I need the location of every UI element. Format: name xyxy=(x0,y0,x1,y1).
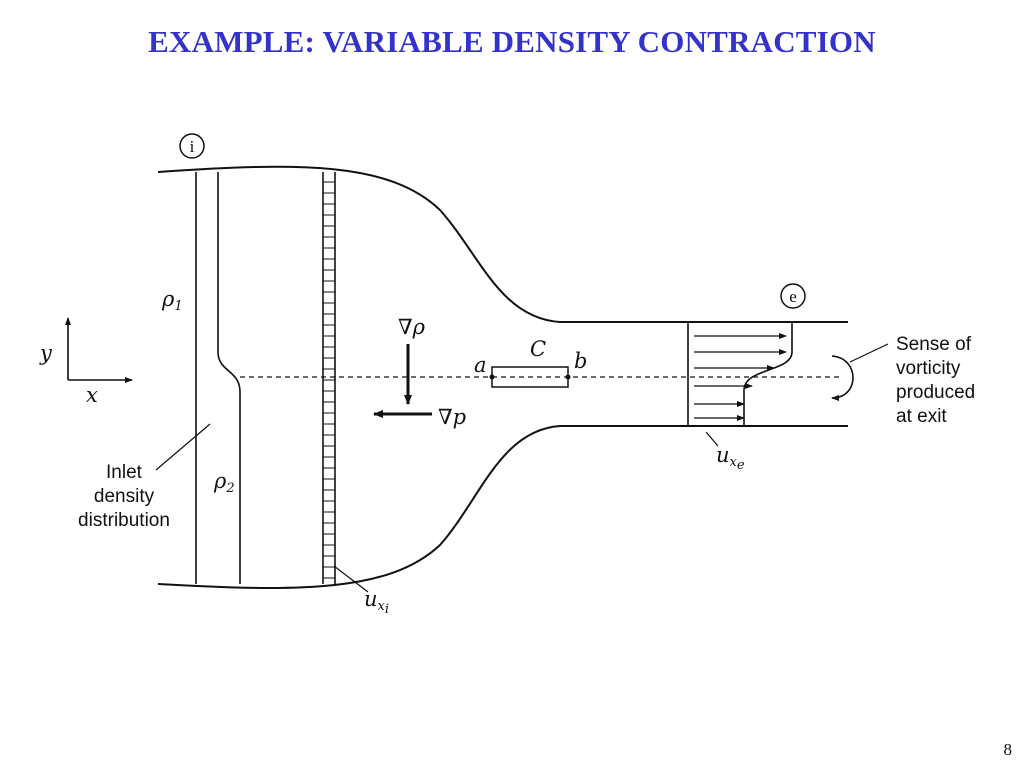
density-1-label: ρ1 xyxy=(161,287,183,314)
inlet-velocity-label: uxi xyxy=(364,587,389,617)
inlet-station-label: i xyxy=(190,137,195,156)
y-axis-label: y xyxy=(39,341,53,365)
svg-text:vorticity: vorticity xyxy=(896,358,961,379)
inlet-velocity-leader xyxy=(333,565,369,593)
exit-velocity-profile xyxy=(687,321,793,426)
exit-velocity-label: uxe xyxy=(716,443,745,473)
x-axis-label: x xyxy=(86,383,98,407)
vorticity-annotation: Sense of vorticity produced at exit xyxy=(896,334,975,427)
vorticity-leader-line xyxy=(849,343,889,363)
lower-duct-wall xyxy=(157,425,848,589)
contour-point-b xyxy=(565,374,571,380)
density-gradient-label: ∇ρ xyxy=(398,315,426,339)
contour-end-label: b xyxy=(574,349,587,373)
inlet-velocity-profile xyxy=(322,172,336,584)
contour-point-a xyxy=(489,374,495,380)
inlet-station-marker xyxy=(179,133,205,159)
svg-text:density: density xyxy=(94,486,155,507)
vorticity-sense-arrow xyxy=(831,355,854,401)
svg-text:Inlet: Inlet xyxy=(106,462,143,483)
coordinate-axes: y x xyxy=(39,317,133,407)
slide-title: EXAMPLE: VARIABLE DENSITY CONTRACTION xyxy=(148,24,876,59)
inlet-density-annotation: Inlet density distribution xyxy=(78,462,170,531)
contour-label: C xyxy=(530,337,546,361)
svg-text:Sense of: Sense of xyxy=(896,334,972,355)
inlet-density-curve xyxy=(217,172,241,584)
contour-start-label: a xyxy=(474,353,487,377)
page-number: 8 xyxy=(1003,740,1013,759)
exit-velocity-leader xyxy=(705,431,719,447)
svg-text:produced: produced xyxy=(896,382,975,403)
inlet-density-leader xyxy=(155,423,211,471)
density-2-label: ρ2 xyxy=(213,469,235,496)
svg-text:distribution: distribution xyxy=(78,510,170,531)
upper-duct-wall xyxy=(157,165,848,323)
exit-station-marker xyxy=(780,283,806,309)
pressure-gradient-label: ∇p xyxy=(438,405,466,429)
exit-station-label: e xyxy=(789,287,797,306)
svg-text:at exit: at exit xyxy=(896,406,947,427)
